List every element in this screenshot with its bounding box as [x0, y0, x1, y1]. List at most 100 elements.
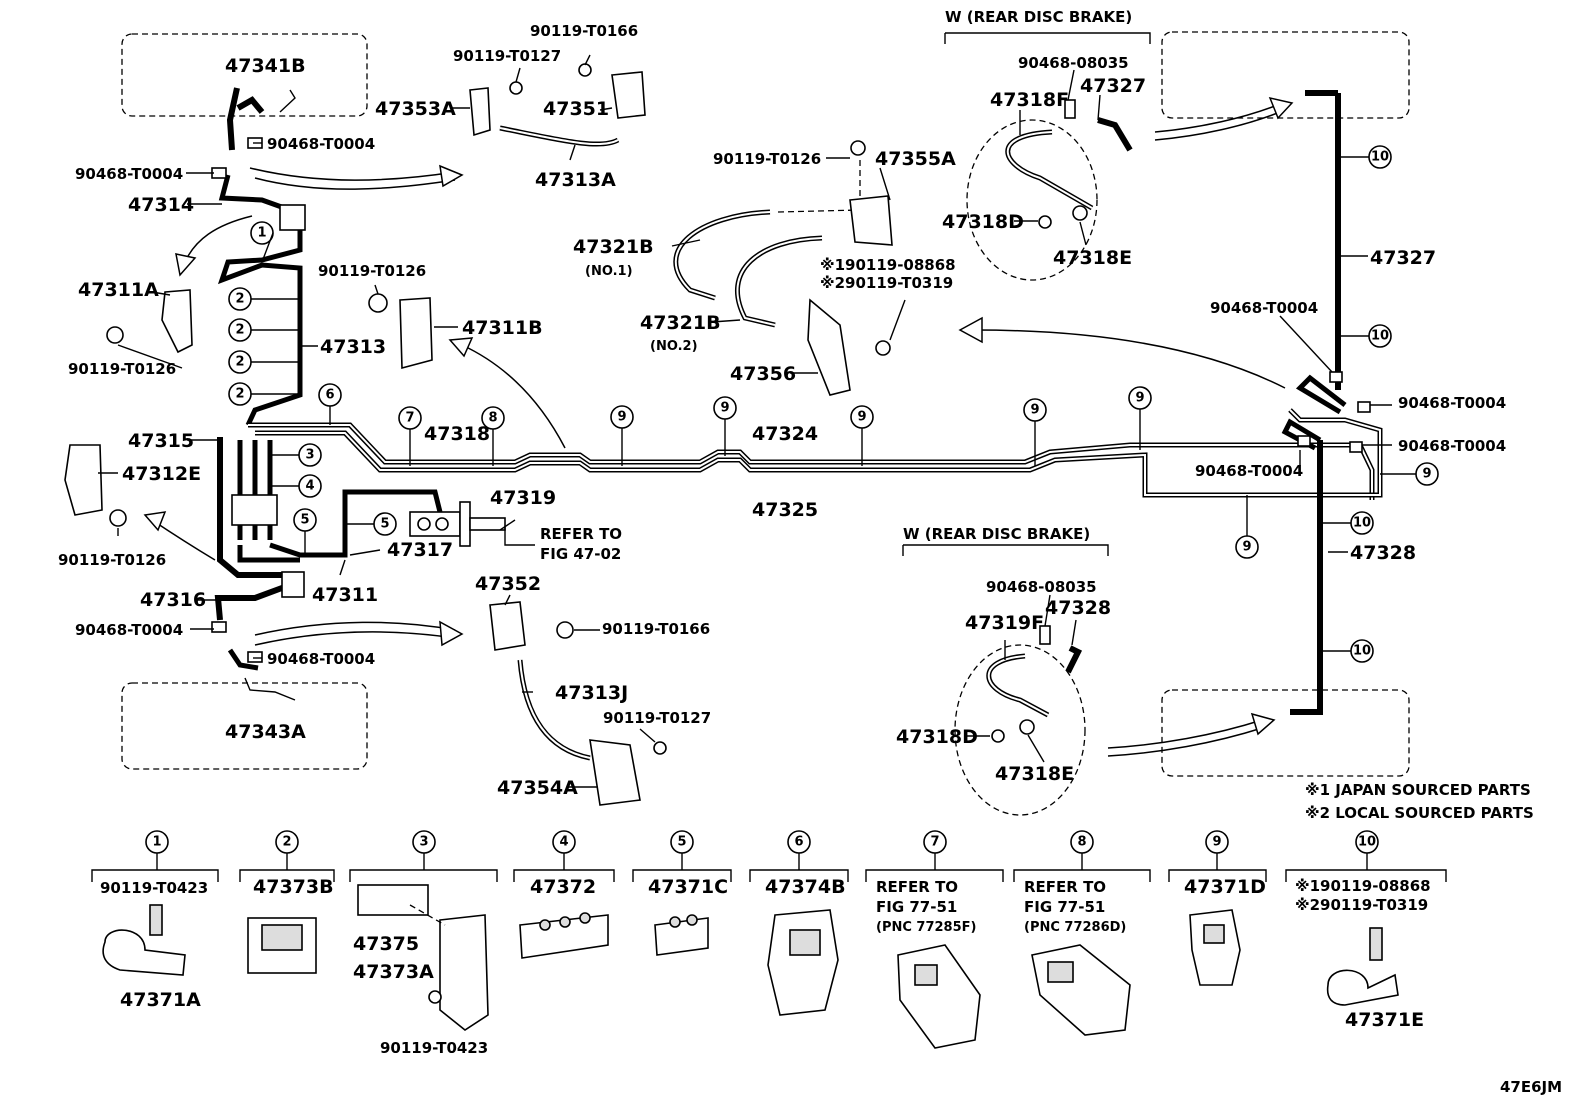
svg-text:9: 9 — [720, 401, 729, 416]
svg-text:(PNC 77285F): (PNC 77285F) — [876, 920, 976, 935]
svg-text:REFER TO: REFER TO — [876, 878, 958, 896]
callout-2b: 2 — [228, 318, 252, 342]
label-90119-T0126-c: 90119-T0126 — [318, 262, 426, 280]
label-90468-T0004-h: 90468-T0004 — [1195, 462, 1303, 480]
label-90119-T0126-b: 90119-T0126 — [58, 551, 166, 569]
svg-text:10: 10 — [1353, 644, 1371, 659]
label-47341B: 47341B — [225, 55, 306, 77]
svg-text:4: 4 — [305, 479, 314, 494]
svg-text:47373B: 47373B — [253, 876, 334, 898]
svg-text:10: 10 — [1371, 329, 1389, 344]
svg-text:5: 5 — [380, 517, 389, 532]
svg-text:47372: 47372 — [530, 876, 596, 898]
flow-arrows — [143, 96, 1294, 757]
svg-text:47373A: 47373A — [353, 961, 434, 983]
callout-5b: 5 — [373, 512, 397, 536]
label-refer-to: REFER TO — [540, 525, 622, 543]
callout-9c: 9 — [850, 405, 874, 429]
label-47354A: 47354A — [497, 777, 578, 799]
label-47318: 47318 — [424, 423, 490, 445]
svg-text:90119-T0423: 90119-T0423 — [100, 879, 208, 897]
label-47311: 47311 — [312, 584, 378, 606]
rear-right-wheel-box — [1161, 689, 1410, 777]
label-47319F: 47319F — [965, 612, 1044, 634]
svg-text:※190119-08868: ※190119-08868 — [1295, 877, 1431, 895]
label-47319: 47319 — [490, 487, 556, 509]
svg-text:5: 5 — [677, 835, 686, 850]
callout-9a: 9 — [610, 405, 634, 429]
note-local-sourced: ※2 LOCAL SOURCED PARTS — [1305, 804, 1534, 822]
callouts: 1 2 2 2 2 6 3 4 5 5 7 8 9 9 9 9 9 9 9 10… — [228, 145, 1439, 663]
legend-item-5: 5 47371C — [632, 830, 732, 956]
label-47318D-b: 47318D — [896, 726, 978, 748]
label-90119-T0126-a: 90119-T0126 — [68, 360, 176, 378]
svg-text:2: 2 — [235, 292, 244, 307]
label-47343A: 47343A — [225, 721, 306, 743]
label-47325: 47325 — [752, 499, 818, 521]
label-90468-T0004-f: 90468-T0004 — [1398, 394, 1506, 412]
svg-text:FIG 77-51: FIG 77-51 — [876, 898, 957, 916]
callout-3: 3 — [298, 443, 322, 467]
svg-text:47371A: 47371A — [120, 989, 201, 1011]
svg-text:47371D: 47371D — [1184, 876, 1266, 898]
label-90468-T0004-c: 90468-T0004 — [75, 621, 183, 639]
label-w-rear-disc-brake-top: W (REAR DISC BRAKE) — [945, 8, 1132, 26]
callout-2d: 2 — [228, 382, 252, 406]
label-47318D-a: 47318D — [942, 211, 1024, 233]
label-90468-08035-b: 90468-08035 — [986, 578, 1097, 596]
svg-text:47375: 47375 — [353, 933, 419, 955]
svg-text:7: 7 — [405, 411, 414, 426]
callout-10a: 10 — [1368, 145, 1392, 169]
svg-text:9: 9 — [617, 410, 626, 425]
label-90119-T0127-a: 90119-T0127 — [453, 47, 561, 65]
callout-10c: 10 — [1350, 511, 1374, 535]
svg-text:3: 3 — [305, 448, 314, 463]
label-90468-T0004-b: 90468-T0004 — [75, 165, 183, 183]
label-47311B: 47311B — [462, 317, 543, 339]
figure-code: 47E6JM — [1500, 1078, 1562, 1096]
svg-text:2: 2 — [235, 387, 244, 402]
note-japan-sourced: ※1 JAPAN SOURCED PARTS — [1305, 781, 1531, 799]
svg-text:(PNC 77286D): (PNC 77286D) — [1024, 920, 1126, 935]
label-47313: 47313 — [320, 336, 386, 358]
label-47314: 47314 — [128, 194, 194, 216]
svg-text:9: 9 — [1135, 391, 1144, 406]
rear-left-wheel-box — [121, 682, 368, 770]
svg-text:2: 2 — [282, 835, 291, 850]
label-47318F: 47318F — [990, 89, 1069, 111]
legend-item-3: 3 47375 47373A 90119-T0423 — [349, 830, 498, 1057]
svg-text:10: 10 — [1371, 150, 1389, 165]
label-1-90119-08868-a: ※190119-08868 — [820, 256, 956, 274]
label-fig-47-02: FIG 47-02 — [540, 545, 621, 563]
label-90119-T0126-d: 90119-T0126 — [713, 150, 821, 168]
part-labels: 47341B 90468-T0004 90468-T0004 47314 473… — [58, 8, 1562, 1096]
label-47328-b: 47328 — [1045, 597, 1111, 619]
callout-9e: 9 — [1128, 386, 1152, 410]
label-47356: 47356 — [730, 363, 796, 385]
callout-6: 6 — [318, 383, 342, 407]
svg-text:9: 9 — [1242, 540, 1251, 555]
callout-9f: 9 — [1415, 462, 1439, 486]
label-2-90119-T0319-a: ※290119-T0319 — [820, 274, 953, 292]
legend-item-1: 1 90119-T0423 47371A — [91, 830, 219, 1011]
label-no2: (NO.2) — [650, 339, 698, 354]
svg-text:2: 2 — [235, 323, 244, 338]
label-47352: 47352 — [475, 573, 541, 595]
legend: 1 90119-T0423 47371A 2 47373B 3 47375 47… — [91, 830, 1447, 1057]
label-47318E-b: 47318E — [995, 763, 1074, 785]
brake-pipes — [214, 87, 1383, 715]
parts — [64, 63, 1371, 816]
svg-text:90119-T0423: 90119-T0423 — [380, 1039, 488, 1057]
label-47311A: 47311A — [78, 279, 159, 301]
svg-text:2: 2 — [235, 355, 244, 370]
callout-2a: 2 — [228, 287, 252, 311]
label-47324: 47324 — [752, 423, 818, 445]
callout-2c: 2 — [228, 350, 252, 374]
label-47327-b: 47327 — [1370, 247, 1436, 269]
svg-text:10: 10 — [1358, 835, 1376, 850]
svg-text:5: 5 — [300, 513, 309, 528]
svg-text:9: 9 — [1212, 835, 1221, 850]
front-left-wheel-box — [121, 33, 368, 117]
svg-text:REFER TO: REFER TO — [1024, 878, 1106, 896]
label-47312E: 47312E — [122, 463, 201, 485]
